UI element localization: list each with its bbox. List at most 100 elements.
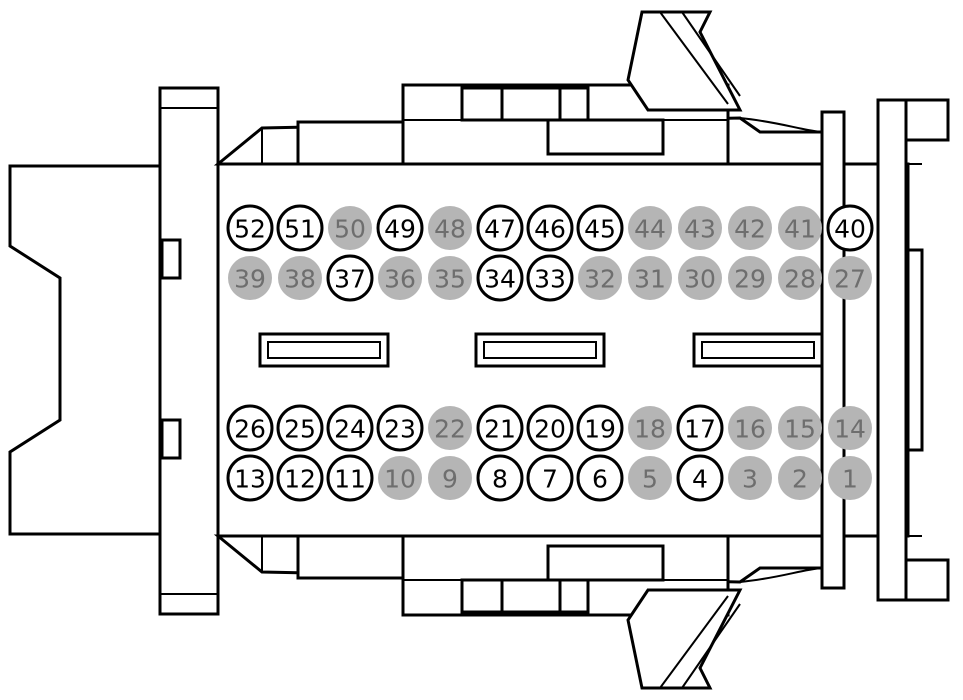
pin-label: 28 bbox=[784, 265, 816, 294]
pin-43: 43 bbox=[678, 206, 722, 250]
pin-label: 23 bbox=[384, 415, 416, 444]
pin-label: 38 bbox=[284, 265, 316, 294]
pin-15: 15 bbox=[778, 406, 822, 450]
top-wing bbox=[626, 10, 743, 112]
pin-circle-unpopulated bbox=[778, 456, 822, 500]
pin-20: 20 bbox=[526, 404, 574, 452]
pin-8: 8 bbox=[476, 454, 524, 502]
pin-label: 48 bbox=[434, 215, 466, 244]
pin-circle-populated bbox=[526, 254, 574, 302]
pin-50: 50 bbox=[328, 206, 372, 250]
right-strip-a bbox=[820, 110, 846, 590]
pin-14: 14 bbox=[828, 406, 872, 450]
pin-circle-populated bbox=[576, 454, 624, 502]
pin-label: 14 bbox=[834, 415, 866, 444]
top-wing-line-b bbox=[681, 11, 741, 97]
pin-circle-populated bbox=[526, 454, 574, 502]
pin-2: 2 bbox=[778, 456, 822, 500]
pin-label: 1 bbox=[842, 465, 858, 494]
pin-label: 18 bbox=[634, 415, 666, 444]
pin-circle-populated bbox=[576, 204, 624, 252]
pin-11: 11 bbox=[326, 454, 374, 502]
pin-circle-unpopulated bbox=[428, 406, 472, 450]
bottom-latch-b bbox=[500, 578, 562, 614]
pin-52: 52 bbox=[226, 204, 274, 252]
pin-circle-unpopulated bbox=[378, 256, 422, 300]
pin-33: 33 bbox=[526, 254, 574, 302]
pin-circle-unpopulated bbox=[228, 256, 272, 300]
pin-label: 46 bbox=[534, 215, 566, 244]
pin-37: 37 bbox=[326, 254, 374, 302]
pin-47: 47 bbox=[476, 204, 524, 252]
pin-label: 13 bbox=[234, 465, 266, 494]
right-tab-bottom bbox=[904, 558, 950, 602]
pin-circle-populated bbox=[276, 204, 324, 252]
pin-32: 32 bbox=[578, 256, 622, 300]
pin-circle-populated bbox=[576, 404, 624, 452]
pin-circle-unpopulated bbox=[728, 206, 772, 250]
top-wing-line-a bbox=[659, 11, 729, 105]
pin-label: 50 bbox=[334, 215, 366, 244]
pin-23: 23 bbox=[376, 404, 424, 452]
pin-28: 28 bbox=[778, 256, 822, 300]
pin-circle-unpopulated bbox=[428, 256, 472, 300]
pin-circle-unpopulated bbox=[778, 256, 822, 300]
pin-circle-populated bbox=[276, 454, 324, 502]
pin-circle-unpopulated bbox=[828, 256, 872, 300]
flange-notch-upper bbox=[160, 238, 182, 280]
pin-18: 18 bbox=[628, 406, 672, 450]
pin-31: 31 bbox=[628, 256, 672, 300]
pin-21: 21 bbox=[476, 404, 524, 452]
pin-label: 51 bbox=[284, 215, 316, 244]
right-tab-top bbox=[904, 98, 950, 142]
pin-39: 39 bbox=[228, 256, 272, 300]
pin-label: 34 bbox=[484, 265, 516, 294]
pin-circle-populated bbox=[826, 204, 874, 252]
center-key-left-inner bbox=[267, 341, 381, 359]
pin-9: 9 bbox=[428, 456, 472, 500]
pin-label: 39 bbox=[234, 265, 266, 294]
pin-19: 19 bbox=[576, 404, 624, 452]
pin-label: 49 bbox=[384, 215, 416, 244]
pin-label: 31 bbox=[634, 265, 666, 294]
center-key-middle-inner bbox=[483, 341, 597, 359]
pin-circle-populated bbox=[476, 454, 524, 502]
pin-label: 29 bbox=[734, 265, 766, 294]
pin-circle-populated bbox=[676, 404, 724, 452]
pin-label: 42 bbox=[734, 215, 766, 244]
pin-label: 11 bbox=[334, 465, 366, 494]
pin-label: 26 bbox=[234, 415, 266, 444]
pin-label: 52 bbox=[234, 215, 266, 244]
pin-12: 12 bbox=[276, 454, 324, 502]
pin-circle-unpopulated bbox=[778, 406, 822, 450]
pin-label: 41 bbox=[784, 215, 816, 244]
pin-label: 4 bbox=[692, 465, 708, 494]
bottom-wing-line-b bbox=[681, 603, 741, 689]
bottom-wing bbox=[626, 588, 743, 690]
pin-circle-unpopulated bbox=[678, 206, 722, 250]
pin-circle-unpopulated bbox=[628, 206, 672, 250]
pin-circle-unpopulated bbox=[828, 406, 872, 450]
pin-circle-populated bbox=[526, 204, 574, 252]
flange-notch-lower bbox=[160, 418, 182, 460]
pin-label: 43 bbox=[684, 215, 716, 244]
pin-48: 48 bbox=[428, 206, 472, 250]
pin-34: 34 bbox=[476, 254, 524, 302]
right-strip-b bbox=[876, 98, 908, 602]
pin-circle-unpopulated bbox=[628, 256, 672, 300]
pin-label: 22 bbox=[434, 415, 466, 444]
pin-6: 6 bbox=[576, 454, 624, 502]
pin-circle-unpopulated bbox=[728, 256, 772, 300]
pin-label: 40 bbox=[834, 215, 866, 244]
pin-44: 44 bbox=[628, 206, 672, 250]
pin-label: 32 bbox=[584, 265, 616, 294]
center-keys bbox=[258, 332, 824, 368]
pin-3: 3 bbox=[728, 456, 772, 500]
pin-10: 10 bbox=[378, 456, 422, 500]
pin-41: 41 bbox=[778, 206, 822, 250]
pin-label: 35 bbox=[434, 265, 466, 294]
pin-42: 42 bbox=[728, 206, 772, 250]
bottom-curve bbox=[739, 567, 823, 583]
pin-label: 47 bbox=[484, 215, 516, 244]
